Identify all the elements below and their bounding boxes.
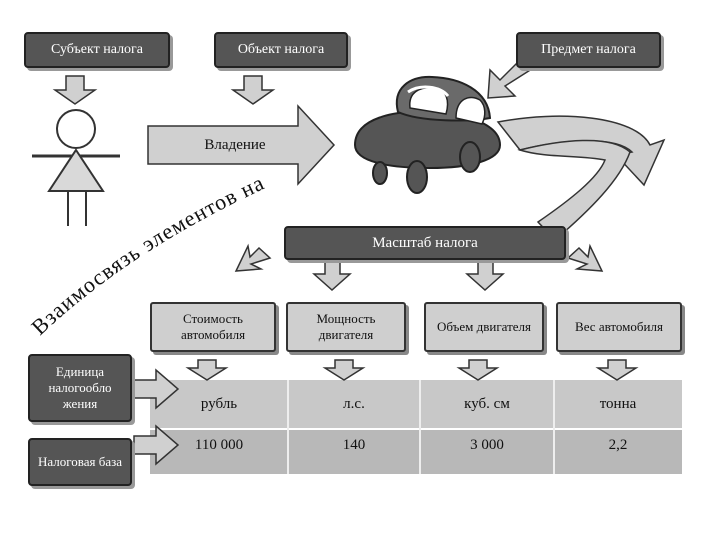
param-panel-power: Мощность двигателя [286,302,406,352]
arrow-param-4-down [595,359,639,381]
base-label: Налоговая база [37,454,123,469]
person-figure-icon [32,109,120,226]
object-box: Объект налога [214,32,348,68]
unit-cell-power: л.с. [343,395,365,412]
arrow-param-2-down [322,359,366,381]
arrow-param-1-down [185,359,229,381]
ownership-label: Владение [180,134,290,156]
unit-cell-cost: рубль [200,395,238,412]
param-label-cost: Стоимость автомобиля [180,311,246,342]
base-cell-power: 140 [342,436,366,453]
arrow-param-3-down [456,359,500,381]
param-label-power: Мощность двигателя [316,311,376,342]
ownership-arrow [147,104,336,186]
param-label-weight: Вес автомобиля [575,319,663,334]
arrow-scale-right-diagonal [566,243,604,272]
param-panel-volume: Объем двигателя [424,302,544,352]
base-cell-volume: 3 000 [470,436,504,453]
scale-bar: Масштаб налога [284,226,566,260]
table-row-units-bg [150,380,682,428]
param-panel-cost: Стоимость автомобиля [150,302,276,352]
car-icon [353,75,502,194]
object-label: Объект налога [237,42,325,57]
curved-arrow-car-to-scale [496,115,666,242]
item-label: Предмет налога [541,42,636,57]
arrow-scale-left-diagonal [234,243,272,272]
base-cell-cost: 110 000 [194,436,244,453]
table-row-base-bg [150,430,682,474]
arrow-down-object [230,75,276,105]
param-label-volume: Объем двигателя [436,319,532,334]
subject-box: Субъект налога [24,32,170,68]
unit-label-box: Единица налогообло жения [28,354,132,422]
subject-label: Субъект налога [50,42,144,57]
param-panel-weight: Вес автомобиля [556,302,682,352]
unit-cell-volume: куб. см [464,395,510,412]
arrow-unit-to-table [133,368,180,410]
arrow-scale-to-param-3 [465,261,505,292]
arrow-base-to-table [133,424,180,466]
item-box: Предмет налога [516,32,661,68]
arrow-scale-to-param-2 [312,261,352,292]
scale-label: Масштаб налога [372,234,478,251]
unit-cell-weight: тонна [599,395,637,412]
unit-label: Единица налогообло жения [48,364,112,411]
base-label-box: Налоговая база [28,438,132,486]
base-cell-weight: 2,2 [608,436,628,453]
ownership-text: Владение [204,136,266,153]
arrow-down-subject [52,75,98,105]
